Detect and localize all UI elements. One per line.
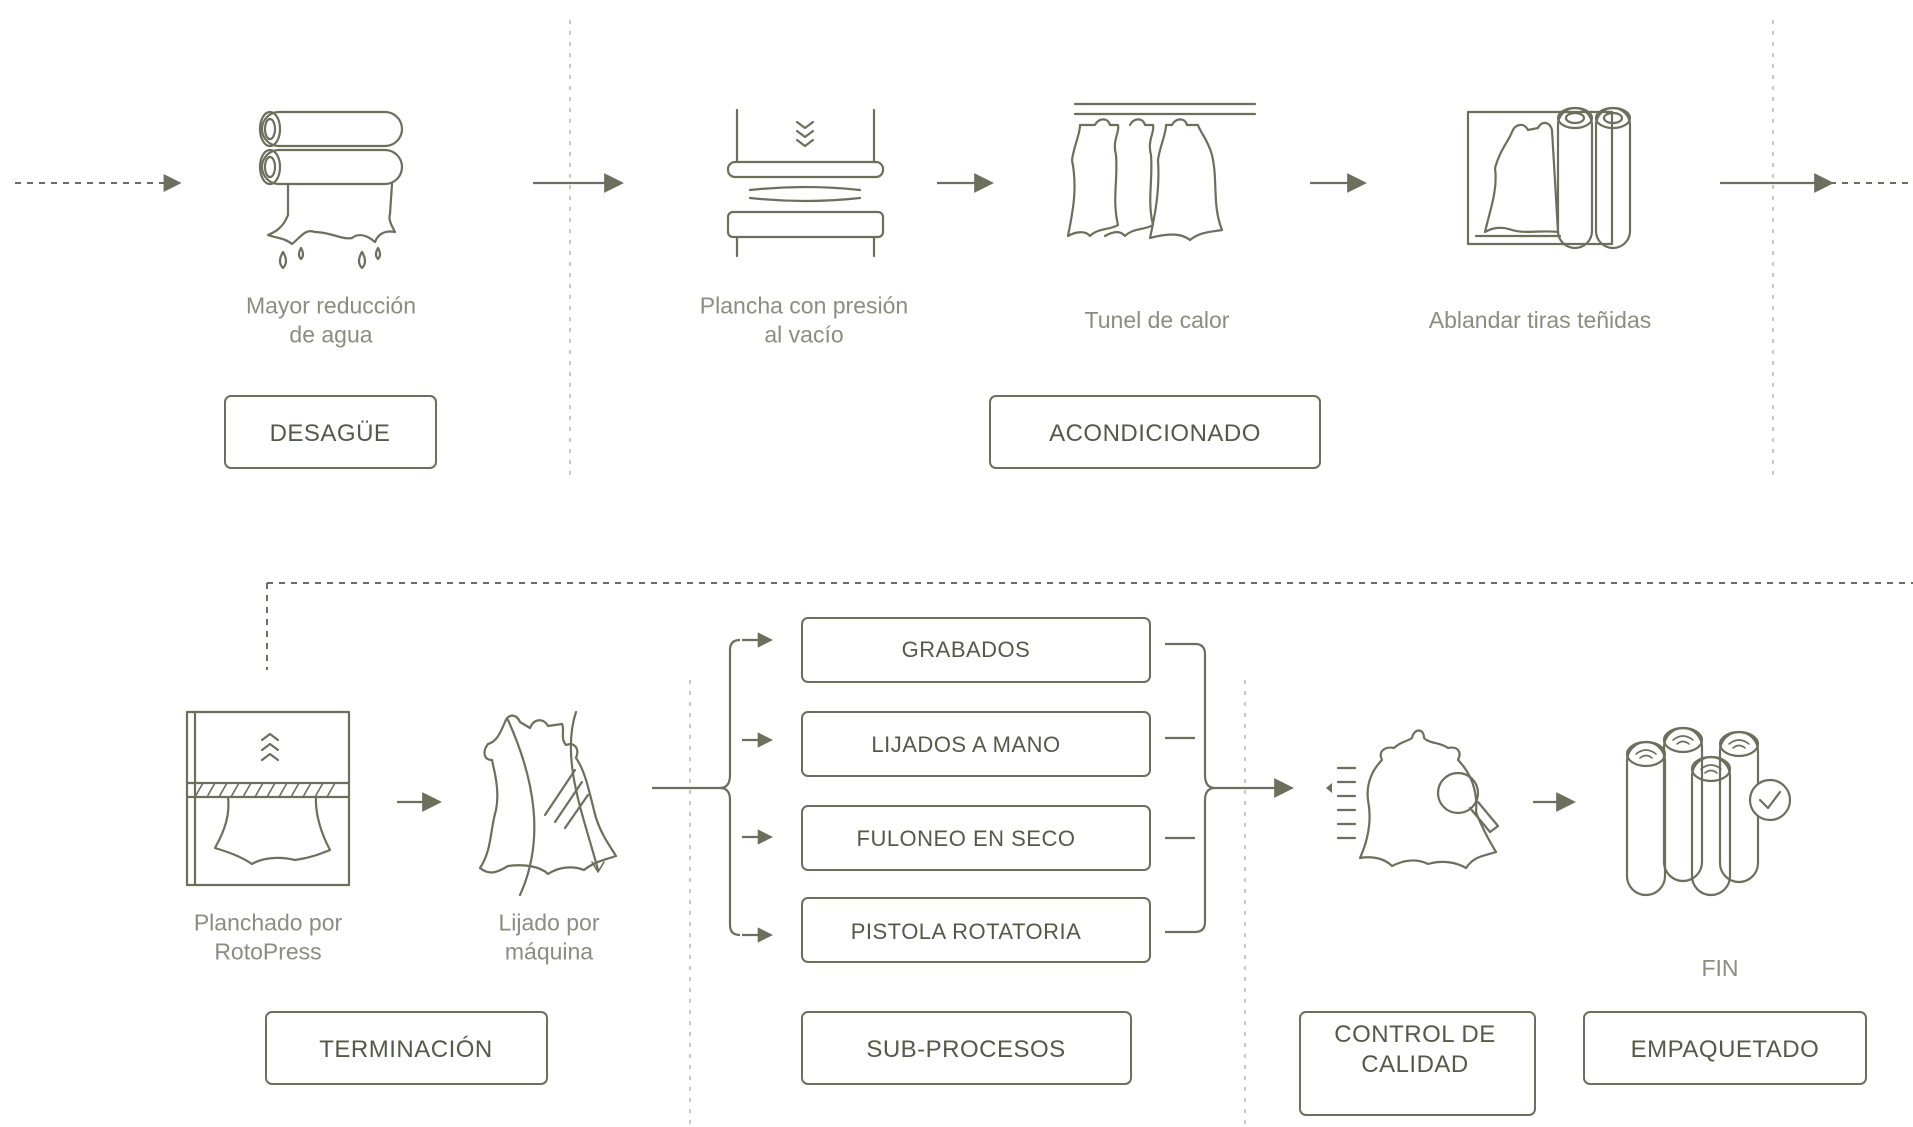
hide-with-rolls-icon [1466,106,1632,250]
subprocess-label-2: LIJADOS A MANO [871,732,1060,757]
branch-in-bracket [719,638,741,937]
step-caption-mayor-reduccion-line-2: de agua [289,322,372,348]
rotopress-icon [185,710,351,887]
merge-bracket [1194,642,1216,934]
stage-label-acondicionado: ACONDICIONADO [1049,420,1261,447]
subprocess-box-2 [801,711,1151,777]
subprocess-box-3 [801,805,1151,871]
step-caption-mayor-reduccion-line-1: Mayor reducción [246,293,416,319]
hanging-hides-heat-tunnel-icon [1066,102,1257,242]
stage-label-terminacion: TERMINACIÓN [319,1036,493,1063]
step-caption-plancha-line-1: Plancha con presión [700,293,908,319]
step-caption-plancha: Plancha con presión al vacío [700,293,908,348]
stage-box-control [1299,1011,1536,1116]
hide-with-magnifier-icon [1326,729,1500,870]
stage-box-empaquetado [1583,1011,1867,1085]
stage-label-empaquetado-line-1: EMPAQUETADO [1631,1036,1820,1063]
subprocess-label-3: FULONEO EN SECO [857,826,1076,851]
machine-sanding-hide-icon [478,710,618,897]
stage-box-acondicionado [989,395,1321,469]
stage-box-desague [224,395,437,469]
step-caption-lijado-line-1: Lijado por [498,910,599,936]
step-caption-planchado-line-1: Planchado por [194,910,343,936]
step-caption-fin: FIN [1701,955,1738,981]
step-caption-lijado-line-2: máquina [505,939,593,965]
stage-label-desague-line-1: DESAGÜE [270,420,391,447]
stage-box-subprocesos [801,1011,1132,1085]
vacuum-press-icon [726,108,885,258]
stage-label-terminacion-line-1: TERMINACIÓN [319,1036,493,1063]
step-caption-tunel-line-1: Tunel de calor [1085,307,1230,333]
step-caption-mayor-reduccion: Mayor reducción de agua [246,293,416,348]
step-caption-fin-line-1: FIN [1701,955,1738,981]
step-caption-lijado: Lijado por máquina [498,910,599,965]
subprocess-label-1: GRABADOS [902,637,1031,662]
stage-label-empaquetado: EMPAQUETADO [1631,1036,1820,1063]
stage-label-acondicionado-line-1: ACONDICIONADO [1049,420,1261,447]
stage-box-terminacion [265,1011,548,1085]
stage-label-desague: DESAGÜE [270,420,391,447]
step-caption-ablandar-line-1: Ablandar tiras teñidas [1429,307,1651,333]
wringer-rollers-with-hide-icon [258,110,404,270]
stage-label-control-line-2: CALIDAD [1361,1051,1469,1078]
step-caption-tunel: Tunel de calor [1085,307,1230,333]
stage-label-subprocesos: SUB-PROCESOS [866,1036,1065,1063]
subprocess-label-4: PISTOLA ROTATORIA [851,919,1082,944]
stage-label-control: CONTROL DE CALIDAD [1334,1021,1495,1078]
subprocess-box-4 [801,897,1151,963]
step-caption-plancha-line-2: al vacío [764,322,843,348]
subprocess-box-1 [801,617,1151,683]
stage-label-subprocesos-line-1: SUB-PROCESOS [866,1036,1065,1063]
leather-rolls-check-icon [1625,726,1792,897]
step-caption-planchado-line-2: RotoPress [214,939,321,965]
stage-label-control-line-1: CONTROL DE [1334,1021,1495,1048]
step-caption-ablandar: Ablandar tiras teñidas [1429,307,1651,333]
